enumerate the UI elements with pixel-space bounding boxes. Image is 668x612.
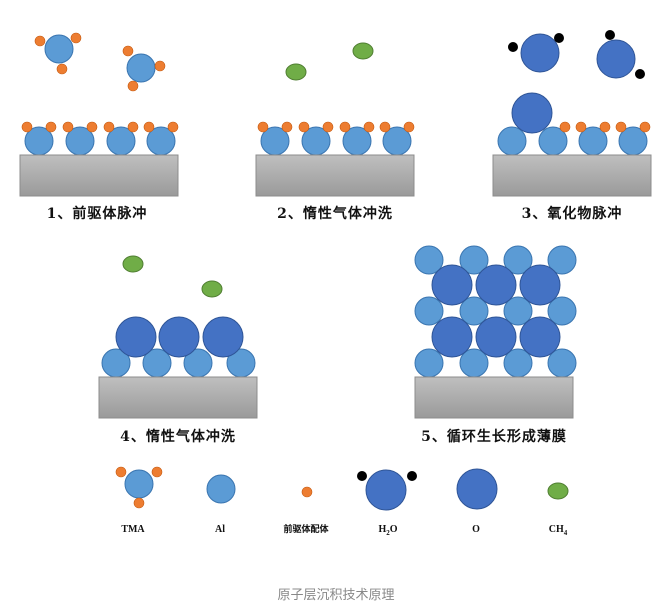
figure-caption: 原子层沉积技术原理	[277, 588, 394, 603]
step-4-label: 4、惰性气体冲洗	[120, 428, 236, 445]
ch4-molecule	[352, 42, 374, 60]
legend-o-label: O	[472, 524, 480, 535]
substrate	[255, 154, 415, 197]
surface-al-layer	[257, 121, 415, 156]
legend-h2o-label: H2O	[378, 524, 397, 537]
ch4-molecule	[201, 280, 223, 298]
step-3-panel: 3、氧化物脉冲	[492, 30, 652, 222]
substrate	[492, 154, 652, 197]
legend-ch4-icon	[547, 482, 569, 500]
tma-molecule	[34, 32, 82, 75]
step-1-panel: 1、前驱体脉冲	[19, 32, 179, 222]
step-2-label: 2、惰性气体冲洗	[277, 205, 393, 222]
film-stack	[414, 245, 577, 378]
legend-tma-icon	[115, 466, 163, 509]
step-2-panel: 2、惰性气体冲洗	[255, 42, 415, 222]
h2o-molecule	[596, 30, 645, 79]
surface-al-layer	[497, 121, 651, 156]
legend-al-label: Al	[215, 524, 225, 535]
tma-molecule	[122, 45, 166, 92]
o-layer	[115, 316, 244, 358]
step-5-label: 5、循环生长形成薄膜	[421, 428, 567, 445]
surface-al-layer	[21, 121, 179, 156]
ch4-molecule	[285, 63, 307, 81]
o-atom	[511, 92, 553, 134]
legend: TMA Al 前驱体配体 H2O O CH4	[115, 466, 569, 537]
step-1-label: 1、前驱体脉冲	[47, 205, 148, 222]
legend-ch4-label: CH4	[549, 524, 568, 537]
ch4-molecule	[122, 255, 144, 273]
substrate	[414, 376, 574, 419]
legend-al-icon	[206, 474, 236, 504]
al-layer	[101, 348, 256, 378]
step-4-panel: 4、惰性气体冲洗	[98, 255, 258, 445]
legend-h2o-icon	[357, 469, 417, 511]
step-5-panel: 5、循环生长形成薄膜	[414, 245, 577, 445]
substrate	[98, 376, 258, 419]
legend-o-icon	[456, 468, 498, 510]
substrate	[19, 154, 179, 197]
h2o-molecule	[508, 33, 564, 73]
legend-tma-label: TMA	[121, 524, 145, 535]
legend-ligand-label: 前驱体配体	[283, 523, 329, 535]
legend-ligand-icon	[301, 486, 313, 498]
step-3-label: 3、氧化物脉冲	[522, 205, 623, 222]
